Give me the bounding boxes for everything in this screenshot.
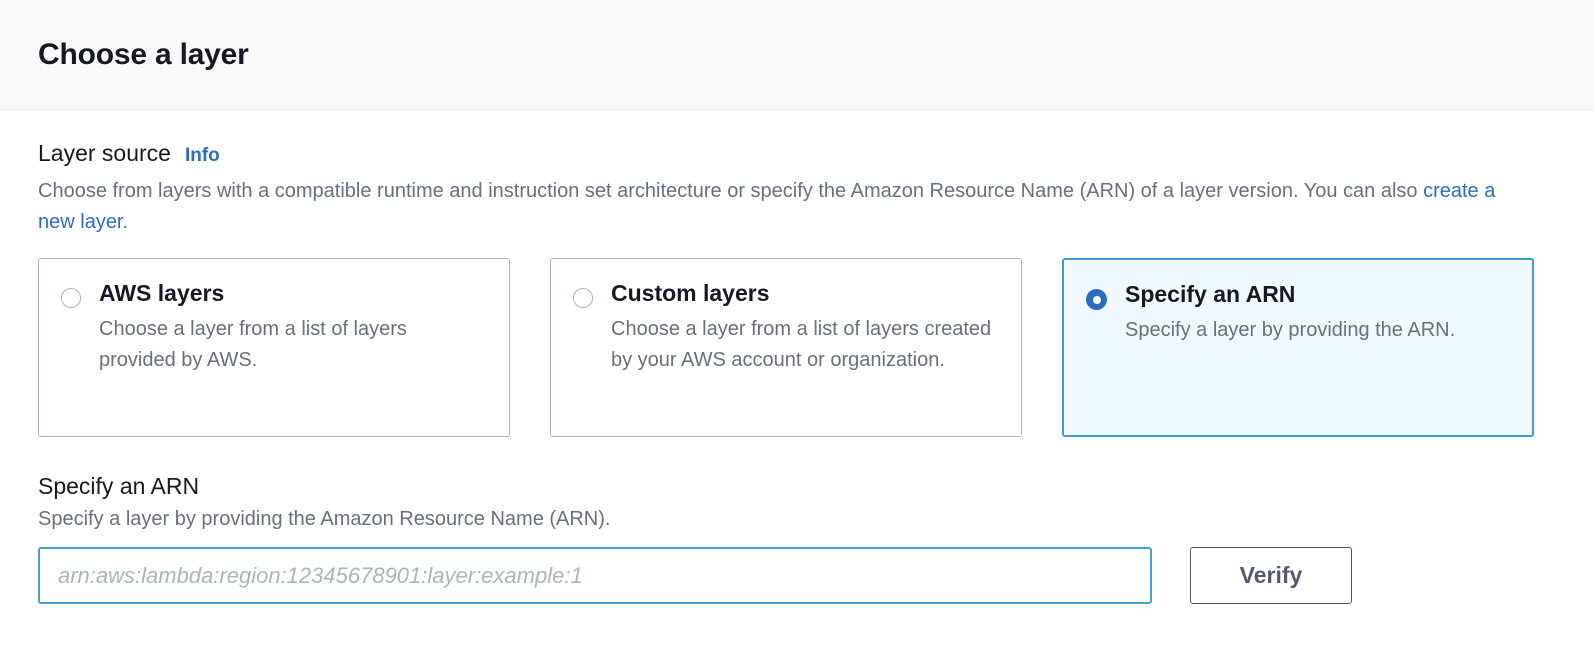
- layer-source-label-row: Layer source Info: [38, 140, 1556, 167]
- arn-section-description: Specify a layer by providing the Amazon …: [38, 508, 611, 530]
- layer-source-description-text-2: .: [122, 211, 129, 233]
- layer-source-description: Choose from layers with a compatible run…: [38, 176, 1518, 238]
- radio-icon-specify-an-arn[interactable]: [1086, 289, 1107, 310]
- info-link[interactable]: Info: [184, 145, 220, 166]
- radio-card-aws-layers-text: AWS layers Choose a layer from a list of…: [99, 281, 487, 376]
- radio-card-custom-layers[interactable]: Custom layers Choose a layer from a list…: [550, 258, 1022, 437]
- arn-input-row: Verify: [38, 547, 1556, 604]
- radio-card-aws-layers-title: AWS layers: [99, 280, 225, 306]
- arn-section: Specify an ARN Specify a layer by provid…: [38, 473, 1556, 604]
- arn-section-title: Specify an ARN: [38, 473, 200, 499]
- modal-header: Choose a layer: [0, 0, 1594, 110]
- radio-card-specify-an-arn-text: Specify an ARN Specify a layer by provid…: [1125, 282, 1510, 346]
- layer-source-label: Layer source: [38, 140, 171, 166]
- layer-source-description-text-1: Choose from layers with a compatible run…: [38, 180, 1424, 202]
- radio-card-specify-an-arn-title: Specify an ARN: [1125, 281, 1296, 307]
- radio-icon-aws-layers[interactable]: [61, 288, 81, 308]
- page-title: Choose a layer: [38, 37, 249, 71]
- radio-card-specify-an-arn-description: Specify a layer by providing the ARN.: [1125, 319, 1456, 341]
- arn-input[interactable]: [38, 547, 1152, 604]
- radio-card-aws-layers[interactable]: AWS layers Choose a layer from a list of…: [38, 258, 510, 437]
- radio-card-custom-layers-title: Custom layers: [611, 280, 770, 306]
- radio-icon-custom-layers[interactable]: [573, 288, 593, 308]
- radio-card-aws-layers-description: Choose a layer from a list of layers pro…: [99, 318, 407, 371]
- radio-card-specify-an-arn[interactable]: Specify an ARN Specify a layer by provid…: [1062, 258, 1534, 437]
- verify-button[interactable]: Verify: [1190, 547, 1352, 604]
- create-a-new-layer-link[interactable]: create a new layer: [38, 180, 1496, 233]
- modal-body: Layer source Info Choose from layers wit…: [0, 110, 1594, 604]
- radio-card-custom-layers-text: Custom layers Choose a layer from a list…: [611, 281, 999, 376]
- radio-card-custom-layers-description: Choose a layer from a list of layers cre…: [611, 318, 992, 371]
- layer-source-radio-group: AWS layers Choose a layer from a list of…: [38, 258, 1556, 437]
